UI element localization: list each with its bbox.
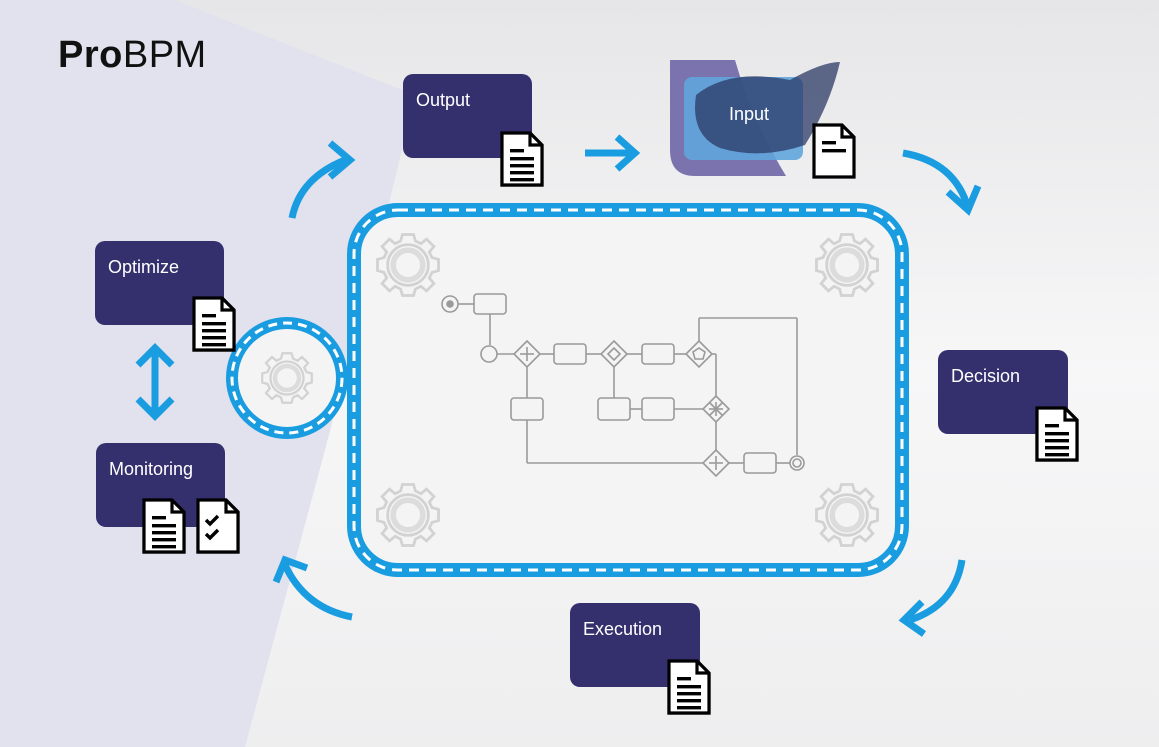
stage-decision: Decision xyxy=(938,350,1068,434)
cycle-arrow-icon xyxy=(945,184,982,216)
stage-execution-label: Execution xyxy=(583,619,663,639)
cycle-arrow-icon xyxy=(281,563,353,621)
process-frame xyxy=(347,203,909,577)
stage-monitoring: Monitoring xyxy=(96,443,225,527)
logo-light: BPM xyxy=(122,34,207,76)
stage-monitoring-label: Monitoring xyxy=(109,459,194,479)
stage-optimize: Optimize xyxy=(95,241,224,325)
stage-output: Output xyxy=(403,74,532,158)
cycle-arrows xyxy=(135,134,982,637)
stage-decision-label: Decision xyxy=(951,366,1021,386)
document-icon xyxy=(812,123,856,179)
cycle-arrow-icon xyxy=(135,343,175,368)
cycle-arrow-icon xyxy=(135,396,175,421)
stage-execution: Execution xyxy=(570,603,700,687)
left-gear-ring xyxy=(226,317,348,439)
cycle-arrow-icon xyxy=(902,149,972,210)
input-graphic xyxy=(670,60,840,176)
cycle-arrow-icon xyxy=(288,156,347,219)
cycle-arrow-icon xyxy=(327,140,356,180)
cycle-arrow-icon xyxy=(614,134,641,172)
bpmn-process-diagram xyxy=(441,293,805,478)
stage-input-label: Input xyxy=(729,104,770,124)
cycle-arrow-icon xyxy=(272,555,309,584)
stage-optimize-label: Optimize xyxy=(108,257,180,277)
cycle-arrow-icon xyxy=(908,559,966,624)
stage-output-label: Output xyxy=(416,90,471,110)
logo: ProBPM xyxy=(58,34,207,77)
cycle-arrow-icon xyxy=(898,599,927,637)
logo-bold: Pro xyxy=(58,34,123,76)
left-panel xyxy=(0,0,415,747)
